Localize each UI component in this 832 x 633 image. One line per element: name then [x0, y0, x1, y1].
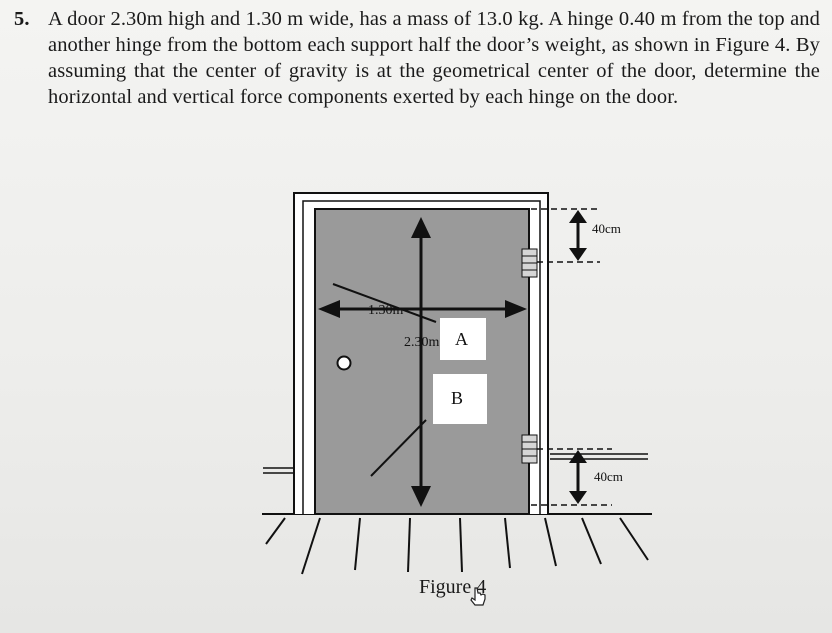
- mouse-cursor-icon: [470, 587, 486, 606]
- height-label: 2.30m: [404, 335, 440, 350]
- door-knob: [336, 355, 352, 371]
- hinge-a-label-box: [440, 318, 486, 360]
- question-text: A door 2.30m high and 1.30 m wide, has a…: [48, 8, 820, 108]
- width-label: 1.30m: [368, 303, 404, 318]
- diagonal-line-lower: [370, 419, 427, 477]
- hinge-b-label-box: [433, 374, 487, 424]
- top-distance-marker: [531, 208, 600, 263]
- question-block: 5. A door 2.30m high and 1.30 m wide, ha…: [14, 6, 820, 110]
- width-arrow: [318, 300, 527, 318]
- hinge-b-label: B: [451, 388, 463, 408]
- height-arrow: [411, 217, 431, 507]
- question-number: 5.: [14, 8, 30, 30]
- hinge-a-label: A: [455, 329, 468, 349]
- hinge-bottom-icon: [521, 434, 538, 464]
- diagonal-line: [332, 283, 437, 323]
- bottom-distance-label: 40cm: [594, 469, 623, 484]
- hinge-top-icon: [521, 248, 538, 278]
- figure-caption: Figure 4: [419, 576, 487, 598]
- floor: [262, 513, 652, 575]
- bottom-distance-marker: [531, 448, 612, 506]
- wall-lines: [263, 453, 648, 474]
- top-distance-label: 40cm: [592, 221, 621, 236]
